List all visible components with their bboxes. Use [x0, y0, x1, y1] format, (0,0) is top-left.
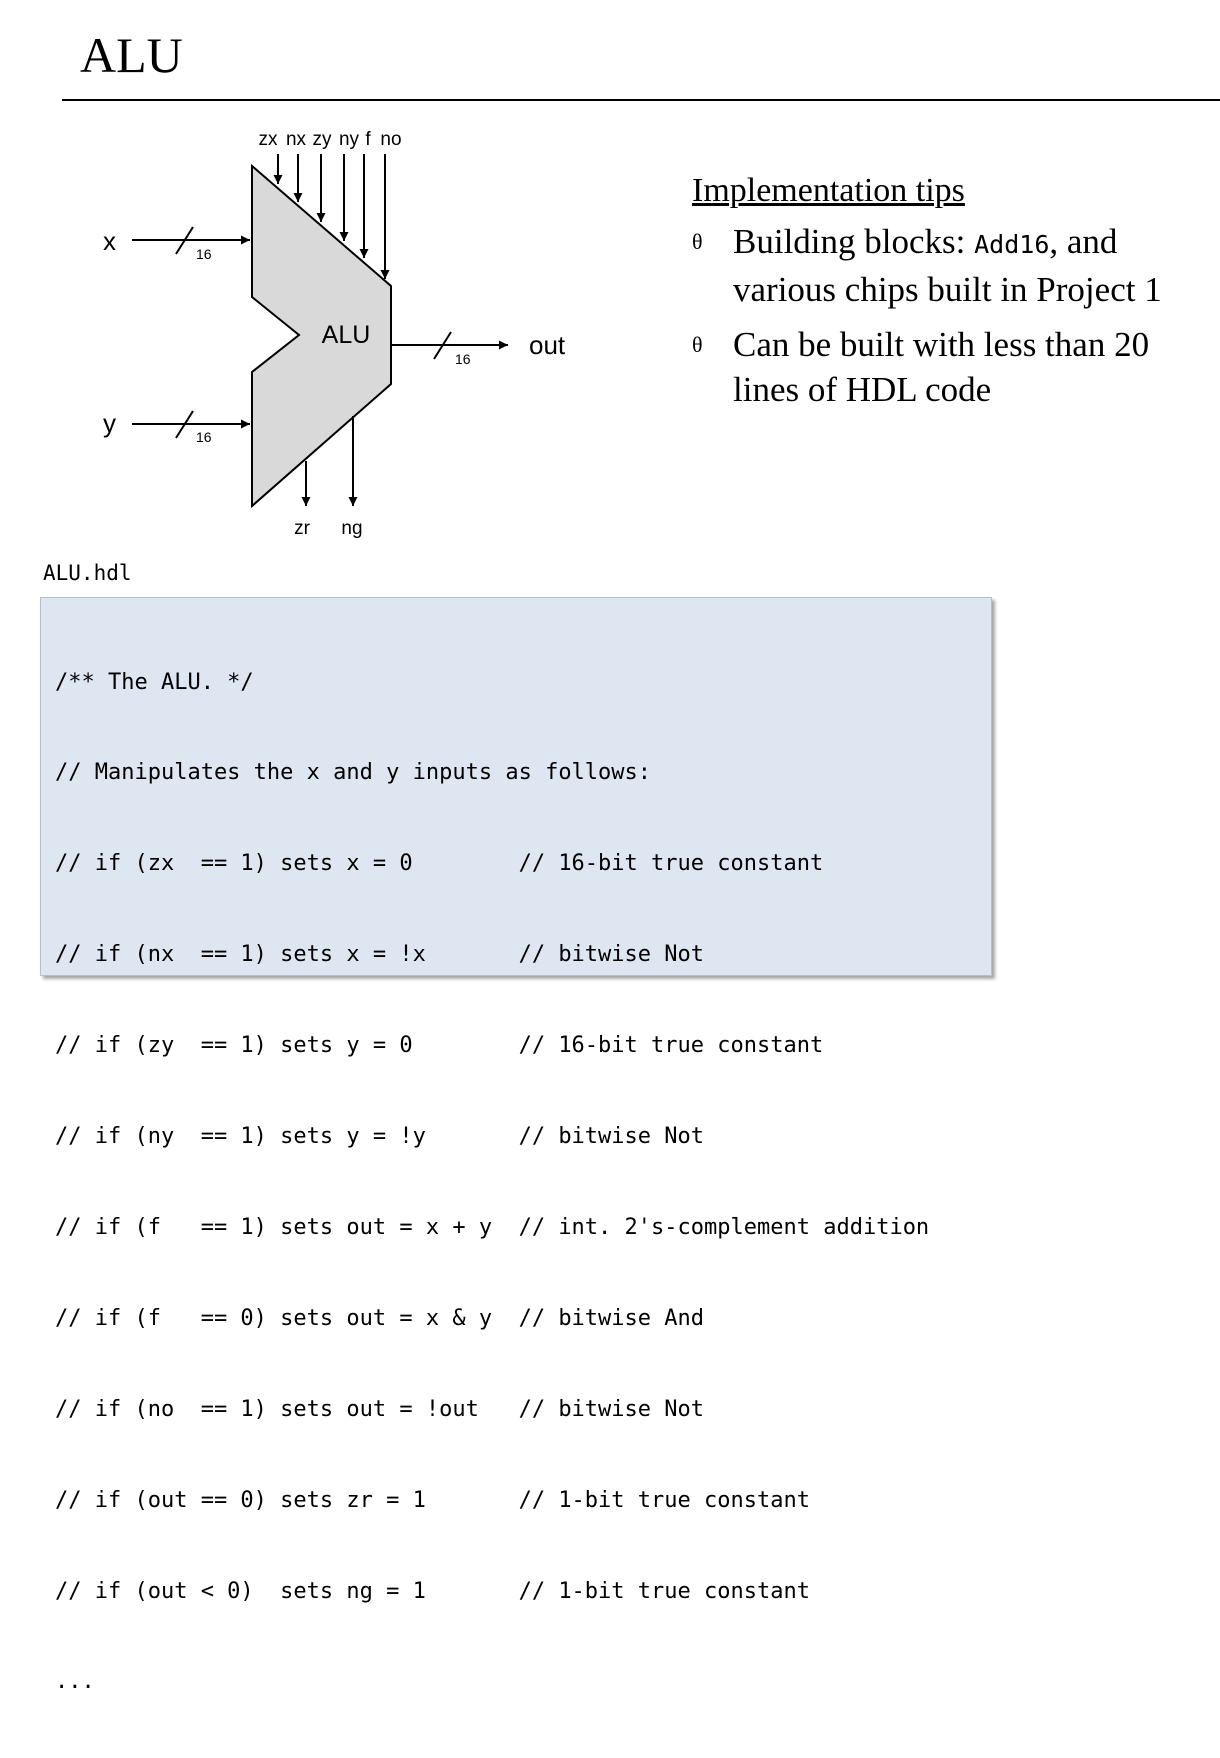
code-line: ... — [55, 1669, 95, 1695]
code-line: // if (nx == 1) sets x = !x // bitwise N… — [55, 942, 705, 968]
code-line: // if (zx == 1) sets x = 0 // 16-bit tru… — [55, 851, 824, 877]
tip-text: Building blocks: — [733, 222, 975, 261]
code-line: // if (zy == 1) sets y = 0 // 16-bit tru… — [55, 1033, 824, 1059]
code-lines: /** The ALU. */ // Manipulates the x and… — [41, 598, 991, 1758]
code-line: // if (no == 1) sets out = !out // bitwi… — [55, 1396, 705, 1422]
control-inputs: zx nx zy ny f no — [259, 129, 402, 279]
output-bus-slash — [433, 331, 452, 360]
code-line: // if (f == 1) sets out = x + y // int. … — [55, 1214, 930, 1240]
control-label-no: no — [380, 129, 401, 150]
alu-diagram: ALU zx nx zy ny f no x 16 y 16 16 out — [103, 129, 566, 539]
tip-text: Can be built with less than 20 lines of … — [733, 325, 1150, 409]
status-label-ng: ng — [341, 518, 362, 539]
input-y-bus: y 16 — [103, 408, 250, 445]
implementation-tips: Implementation tips θ Building blocks: A… — [692, 168, 1212, 422]
alu-chip-label: ALU — [322, 321, 371, 349]
control-label-f: f — [365, 129, 371, 150]
output-bus-width: 16 — [455, 351, 471, 367]
status-outputs: zr ng — [294, 416, 363, 539]
tip-item: θ Building blocks: Add16, and various ch… — [692, 219, 1212, 312]
input-x-bus-slash — [175, 226, 194, 255]
input-x-label: x — [103, 226, 116, 256]
input-x-bus: x 16 — [103, 226, 250, 262]
code-listing: /** The ALU. */ // Manipulates the x and… — [40, 597, 992, 1694]
slide-title: ALU — [80, 27, 183, 83]
control-label-zx: zx — [259, 129, 279, 150]
control-label-zy: zy — [313, 129, 333, 150]
code-line: // if (f == 0) sets out = x & y // bitwi… — [55, 1305, 705, 1331]
output-bus: 16 out — [391, 330, 566, 367]
tip-item: θ Can be built with less than 20 lines o… — [692, 322, 1212, 412]
theta-bullet-icon: θ — [692, 332, 703, 357]
control-label-ny: ny — [339, 129, 360, 150]
input-y-bus-width: 16 — [196, 429, 212, 445]
control-label-nx: nx — [286, 129, 307, 150]
status-label-zr: zr — [294, 518, 311, 539]
tip-code: Add16 — [974, 230, 1050, 259]
output-label: out — [529, 330, 566, 360]
alu-chip-body — [251, 163, 392, 509]
input-y-label: y — [103, 408, 116, 438]
code-line: // Manipulates the x and y inputs as fol… — [55, 760, 652, 786]
code-line: // if (out < 0) sets ng = 1 // 1-bit tru… — [55, 1578, 810, 1604]
input-y-bus-slash — [175, 410, 194, 439]
tip-text-continued: , and various chips built in Project 1 — [733, 222, 1162, 309]
code-line: // if (ny == 1) sets y = !y // bitwise N… — [55, 1124, 705, 1150]
code-filename: ALU.hdl — [43, 561, 132, 585]
title-divider — [62, 99, 1220, 101]
input-x-bus-width: 16 — [196, 246, 212, 262]
code-line: // if (out == 0) sets zr = 1 // 1-bit tr… — [55, 1487, 810, 1513]
code-line: /** The ALU. */ — [55, 669, 254, 695]
theta-bullet-icon: θ — [692, 229, 703, 254]
tips-heading: Implementation tips — [692, 172, 965, 209]
